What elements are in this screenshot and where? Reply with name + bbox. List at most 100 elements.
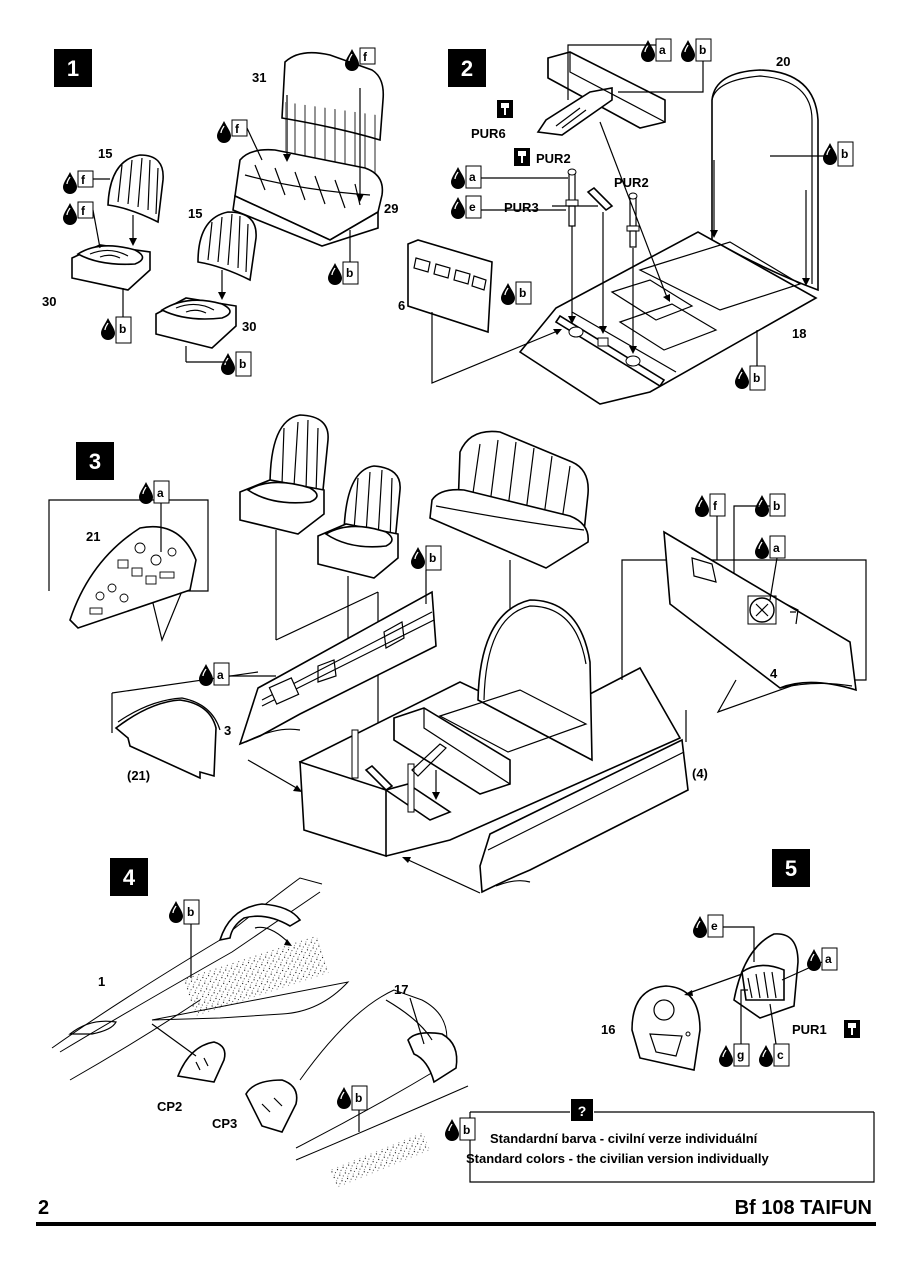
paint-marker-f-1: f: [344, 47, 376, 72]
svg-text:a: a: [469, 170, 476, 184]
step-2-marker: 2: [448, 49, 486, 87]
step-3-marker: 3: [76, 442, 114, 480]
svg-text:?: ?: [578, 1103, 587, 1119]
callout-box-21: [48, 499, 209, 642]
svg-text:a: a: [825, 952, 832, 966]
svg-text:e: e: [469, 200, 476, 214]
step-4-panel: 4 1 b CP2 CP3: [51, 858, 469, 1189]
step-1-number: 1: [67, 56, 79, 81]
paint-marker-b-9: b: [733, 493, 786, 574]
label-part-21-ref: (21): [127, 768, 150, 783]
step-3-number: 3: [89, 449, 101, 474]
throttle-panel-part-16: [631, 985, 701, 1071]
footer-rule: [36, 1222, 876, 1226]
svg-text:b: b: [239, 357, 246, 371]
paint-marker-b-5: b: [770, 141, 854, 167]
label-part-30-left: 30: [42, 294, 56, 309]
side-wall-part-3: [238, 590, 437, 746]
paint-marker-b-6: b: [500, 281, 532, 306]
svg-text:b: b: [463, 1123, 470, 1137]
paint-marker-g-1: g: [718, 989, 750, 1068]
step-5-marker: 5: [772, 849, 810, 887]
step-1-panel: 1 31 29 f f: [42, 47, 398, 377]
paint-marker-b-11: b: [336, 1085, 368, 1132]
paint-marker-a-5: a: [754, 535, 786, 601]
step-5-panel: 5 16 e a g: [601, 849, 860, 1071]
legend-line-english: Standard colors - the civilian version i…: [466, 1151, 769, 1166]
callout-box-4: [621, 559, 867, 714]
svg-text:b: b: [355, 1091, 362, 1105]
label-part-15-left: 15: [98, 146, 112, 161]
seat-assembly-middle: [317, 465, 401, 579]
label-pur2-a: PUR2: [536, 151, 571, 166]
model-title: Bf 108 TAIFUN: [735, 1197, 872, 1219]
paint-marker-f-4: f: [62, 201, 101, 249]
label-part-4: 4: [770, 666, 778, 681]
label-part-1: 1: [98, 974, 105, 989]
svg-text:f: f: [81, 173, 86, 187]
paint-marker-b-3: b: [185, 346, 252, 377]
seat-back-15-right: [197, 211, 257, 282]
svg-text:b: b: [773, 499, 780, 513]
paint-marker-b-1: b: [327, 230, 359, 286]
svg-text:b: b: [519, 286, 526, 300]
resin-pur2-marker-a: PUR2: [514, 148, 571, 166]
label-part-3: 3: [224, 723, 231, 738]
bench-seat-part: [232, 51, 385, 247]
paint-marker-a-3: a: [138, 480, 170, 552]
seat-base-30-right: [155, 297, 237, 349]
label-part-21: 21: [86, 529, 100, 544]
label-pur1: PUR1: [792, 1022, 827, 1037]
cockpit-tub-assembly: [298, 599, 682, 858]
label-part-cp3: CP3: [212, 1116, 237, 1131]
fuselage-part-1: [51, 877, 350, 1081]
svg-text:b: b: [187, 905, 194, 919]
step-3-panel: 3 21 a (21): [48, 414, 867, 894]
svg-text:c: c: [777, 1048, 784, 1062]
svg-text:f: f: [363, 50, 368, 64]
pedal-rod-right: [626, 192, 640, 248]
label-part-6: 6: [398, 298, 405, 313]
window-part-cp3: [245, 1079, 298, 1133]
paint-marker-b-4: b: [618, 38, 712, 93]
step-2-number: 2: [461, 56, 473, 81]
paint-marker-b-8: b: [410, 545, 442, 604]
svg-text:b: b: [429, 551, 436, 565]
svg-text:a: a: [773, 541, 780, 555]
color-legend-box: ? b Standardní barva - civilní verze ind…: [444, 1099, 875, 1183]
step-1-marker: 1: [54, 49, 92, 87]
step-5-number: 5: [785, 856, 797, 881]
label-part-cp2: CP2: [157, 1099, 182, 1114]
label-part-18: 18: [792, 326, 806, 341]
svg-text:a: a: [217, 668, 224, 682]
paint-marker-e-2: e: [692, 914, 755, 962]
label-part-17: 17: [394, 982, 408, 997]
control-console-part: [536, 51, 666, 136]
label-pur6: PUR6: [471, 126, 506, 141]
page-number: 2: [38, 1197, 49, 1219]
label-part-20: 20: [776, 54, 790, 69]
svg-text:b: b: [346, 266, 353, 280]
bench-assembly: [429, 430, 589, 569]
throttle-quadrant: [733, 933, 799, 1019]
seat-back-15-left: [107, 154, 164, 224]
window-part-cp2: [176, 1041, 226, 1083]
label-part-16: 16: [601, 1022, 615, 1037]
step-4-number: 4: [123, 865, 136, 890]
paint-marker-a-4: a: [198, 662, 276, 687]
page-footer: 2 Bf 108 TAIFUN: [36, 1197, 876, 1226]
panel-21-reference: [114, 697, 221, 780]
label-part-15-right: 15: [188, 206, 202, 221]
paint-marker-c-1: c: [758, 1003, 790, 1068]
paint-marker-a-1: a: [567, 38, 672, 100]
svg-text:f: f: [713, 499, 718, 513]
svg-text:b: b: [119, 322, 126, 336]
paint-marker-b-7: b: [734, 330, 766, 391]
paint-marker-b-legend: b: [444, 1117, 476, 1142]
seat-back-part-20: [711, 69, 819, 292]
paint-marker-f-5: f: [694, 493, 726, 560]
cockpit-floor-part-18: [518, 231, 818, 405]
label-part-29: 29: [384, 201, 398, 216]
paint-marker-f-2: f: [216, 119, 263, 161]
